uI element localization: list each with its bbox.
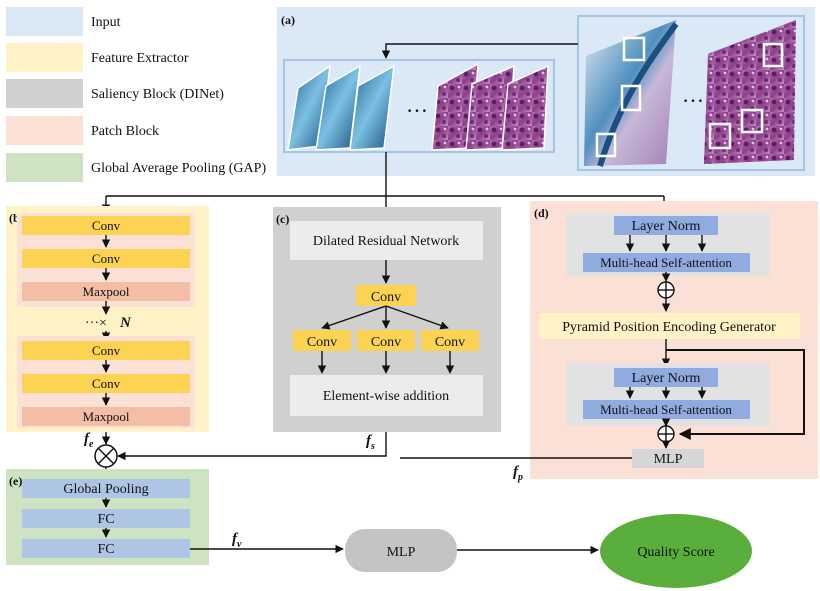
repeat-count: N	[119, 315, 132, 331]
conv-label: Conv	[92, 251, 121, 266]
legend-label-gap: Global Average Pooling (GAP)	[91, 161, 266, 176]
legend-label-feature-extractor: Feature Extractor	[91, 51, 189, 66]
patch-mlp-label: MLP	[654, 452, 683, 467]
panel-e-tag: (e)	[9, 474, 22, 488]
panel-e-global-average-pooling: (e) Global Pooling FC FC	[6, 469, 209, 565]
conv-layer	[22, 374, 190, 393]
maxpool-label: Maxpool	[83, 284, 130, 299]
fc-layer	[22, 539, 190, 558]
panel-a-tag: (a)	[281, 13, 295, 27]
feature-fe: fe	[84, 431, 94, 450]
panel-c-tag: (c)	[276, 212, 289, 226]
self-attention-2-label: Multi-head Self-attention	[600, 402, 732, 417]
panel-d-tag: (d)	[534, 206, 549, 220]
legend-swatch-saliency	[6, 79, 83, 108]
legend-label-input: Input	[91, 15, 121, 30]
conv-main-label: Conv	[371, 290, 401, 305]
conv-branch	[293, 330, 351, 351]
layer-norm-2-label: Layer Norm	[632, 371, 701, 386]
feature-fs: fs	[366, 433, 375, 452]
patch-thumbnails-pink	[431, 62, 549, 151]
self-attention-2	[583, 400, 750, 419]
panel-c-saliency-block: (c) Dilated Residual Network Conv Conv C…	[273, 207, 501, 432]
wsi-dots: …	[682, 82, 704, 107]
global-pooling-label: Global Pooling	[63, 482, 148, 497]
conv-branch	[421, 330, 479, 351]
feature-fp: fp	[513, 464, 523, 483]
conv-layer	[22, 216, 190, 235]
wsi-frame	[577, 15, 805, 171]
quality-score-label: Quality Score	[637, 545, 714, 560]
legend-swatch-input	[6, 7, 83, 36]
ppeg-box	[539, 313, 800, 339]
wsi-image-pink	[704, 20, 796, 164]
conv-label: Conv	[92, 218, 121, 233]
final-mlp-label: MLP	[387, 545, 416, 560]
patch-thumbnails-blue	[287, 64, 395, 151]
feature-fv: fv	[232, 531, 242, 550]
element-wise-addition-box	[290, 375, 483, 416]
patch-dots: …	[406, 92, 428, 117]
global-pooling-layer	[22, 479, 190, 498]
conv-label: Conv	[92, 376, 121, 391]
maxpool-layer	[22, 282, 190, 301]
legend: Input Feature Extractor Saliency Block (…	[6, 7, 266, 182]
conv-layer	[22, 249, 190, 268]
legend-swatch-gap	[6, 153, 83, 182]
patch-strip-frame	[283, 59, 555, 153]
legend-swatch-patch	[6, 116, 83, 145]
maxpool-layer	[22, 407, 190, 426]
fc-label: FC	[97, 542, 114, 557]
layer-norm-1-label: Layer Norm	[632, 219, 701, 234]
plus-circle-icon	[657, 425, 675, 443]
legend-swatch-feature-extractor	[6, 43, 83, 72]
self-attention-1-label: Multi-head Self-attention	[600, 255, 732, 270]
panel-a-input: (a) … …	[277, 7, 815, 176]
conv-branch-label: Conv	[371, 335, 401, 350]
plus-circle-icon	[657, 281, 675, 299]
panel-d-patch-block: (d) Layer Norm Multi-head Self-attention…	[530, 201, 818, 479]
legend-label-patch: Patch Block	[91, 124, 159, 139]
quality-score-node	[600, 514, 752, 588]
maxpool-label: Maxpool	[83, 409, 130, 424]
feature-fusion: fe fs fp fv	[84, 431, 632, 550]
conv-branch-label: Conv	[307, 335, 337, 350]
legend-label-saliency: Saliency Block (DINet)	[91, 87, 224, 102]
layer-norm-1	[614, 216, 718, 235]
conv-branch	[357, 330, 415, 351]
self-attention-1	[583, 253, 750, 272]
final-mlp-box	[345, 529, 457, 572]
fc-layer	[22, 509, 190, 528]
multiply-circle-icon	[94, 444, 118, 468]
ppeg-label: Pyramid Position Encoding Generator	[562, 320, 776, 335]
drn-label: Dilated Residual Network	[313, 234, 459, 249]
drn-box	[290, 221, 483, 260]
conv-main	[356, 285, 416, 306]
wsi-image-blue	[584, 20, 679, 167]
fc-label: FC	[97, 512, 114, 527]
panel-b-feature-extractor: (b) Conv Conv Maxpool ···× N Conv Conv M…	[6, 206, 209, 432]
output-head: MLP Quality Score	[190, 514, 752, 588]
conv-layer	[22, 341, 190, 360]
conv-label: Conv	[92, 343, 121, 358]
patch-mlp-box	[632, 449, 704, 468]
layer-norm-2	[614, 368, 718, 387]
element-wise-addition-label: Element-wise addition	[323, 389, 449, 404]
conv-branch-label: Conv	[435, 335, 465, 350]
repeat-indicator: ···×	[85, 316, 107, 331]
